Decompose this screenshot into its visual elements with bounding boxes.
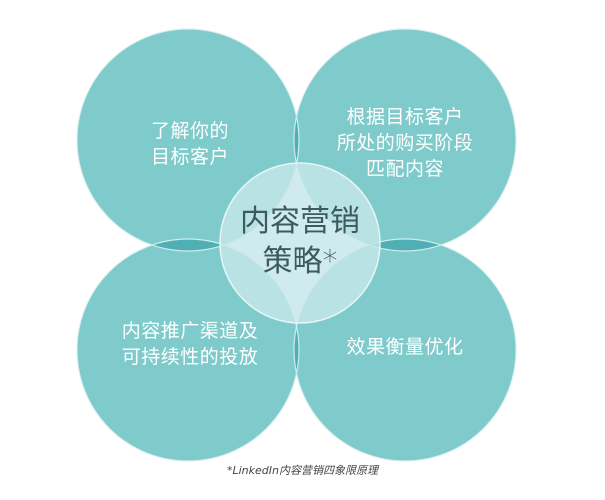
quadrant-bottom-left-label: 内容推广渠道及 可持续性的投放 — [121, 320, 259, 368]
center-circle — [219, 162, 381, 324]
quadrant-top-left-label: 了解你的 目标客户 — [150, 120, 229, 168]
quadrant-bottom-right-label: 效果衡量优化 — [346, 336, 464, 358]
footnote: *LinkedIn内容营销四象限原理 — [227, 464, 378, 477]
circle-outlines — [76, 28, 517, 462]
quadrant-top-right-label: 根据目标客户 所处的购买阶段 匹配内容 — [336, 106, 474, 180]
center-title: 内容营销 策略* — [240, 204, 360, 279]
